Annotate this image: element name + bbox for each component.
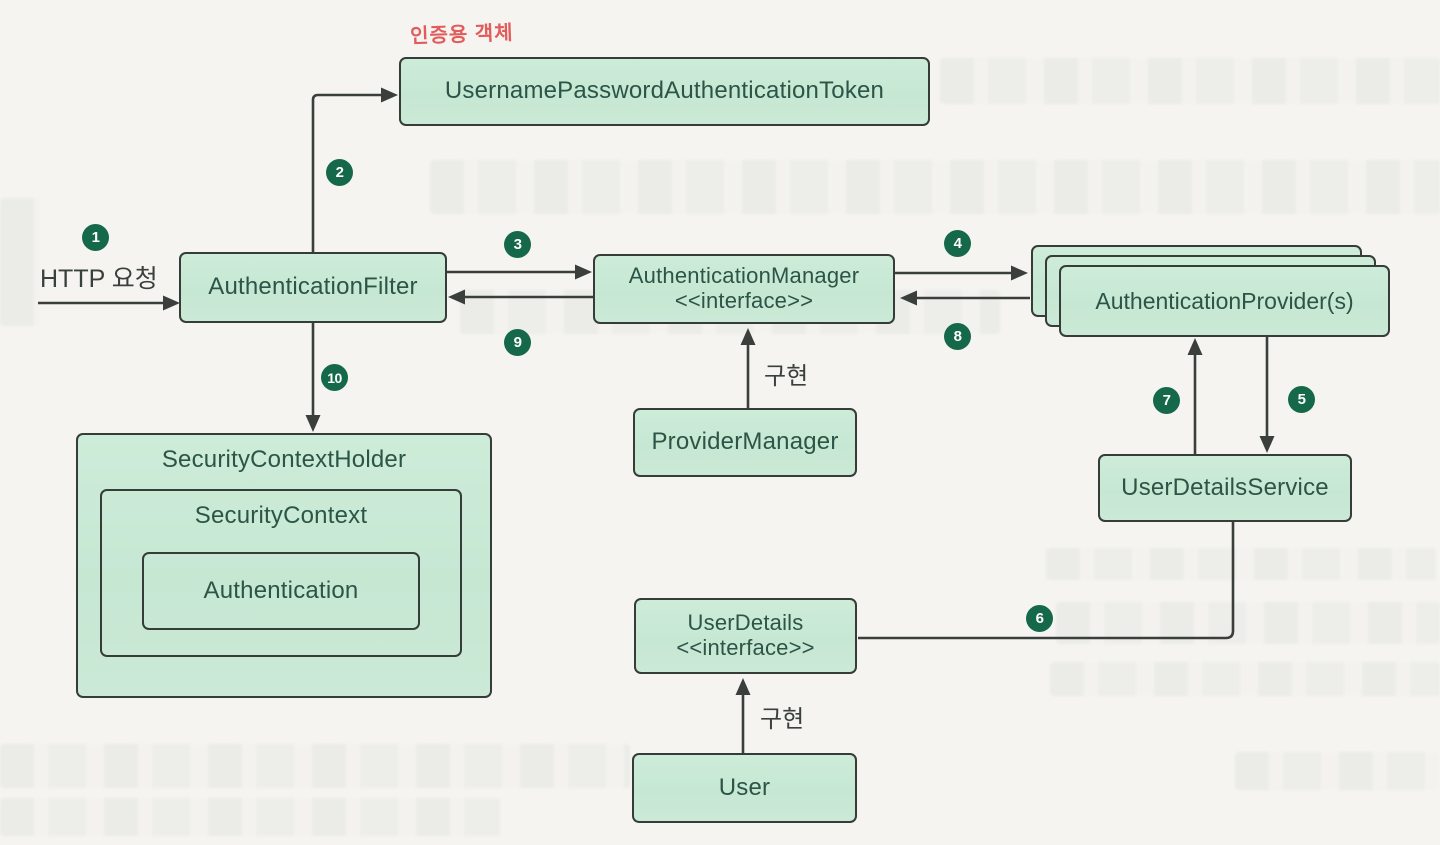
providers-stack-front: AuthenticationProvider(s) [1059, 265, 1390, 337]
node-user: User [632, 753, 857, 823]
arrow-3-filter-to-manager [447, 264, 592, 280]
step-circle-5: 5 [1288, 386, 1315, 413]
arrow-5-provider-to-userdetailsservice [1259, 337, 1275, 453]
arrow-10-store-in-context [305, 323, 321, 432]
arrow-implements-provider-manager [740, 328, 756, 408]
node-label: SecurityContext [194, 502, 368, 529]
node-label: UsernamePasswordAuthenticationToken [444, 77, 885, 105]
node-label: Authentication [203, 576, 359, 604]
implements-label-provider-manager: 구현 [764, 363, 809, 390]
node-username-password-authentication-token: UsernamePasswordAuthenticationToken [399, 57, 930, 126]
node-security-context-holder: SecurityContextHolder [76, 433, 492, 698]
arrow-8-providers-to-manager [900, 290, 1030, 306]
arrow-implements-user [735, 678, 751, 753]
node-label: AuthenticationFilter [208, 273, 418, 301]
arrow-4-manager-to-providers [895, 265, 1028, 281]
step-circle-10: 10 [321, 364, 348, 391]
step-circle-1: 1 [82, 224, 109, 251]
http-request-label: HTTP 요청 [40, 265, 158, 293]
step-circle-7: 7 [1153, 387, 1180, 414]
node-authentication-manager: AuthenticationManager <<interface>> [593, 254, 895, 324]
arrow-7-userdetailsservice-to-provider [1187, 338, 1203, 454]
step-circle-9: 9 [504, 329, 531, 356]
handwritten-annotation: 인증용 객체 [409, 22, 515, 48]
node-stereotype: <<interface>> [674, 288, 814, 313]
step-circle-6: 6 [1026, 605, 1053, 632]
node-user-details-service: UserDetailsService [1098, 454, 1352, 522]
connector-6-userdetails-return [858, 522, 1235, 640]
step-circle-2: 2 [326, 159, 353, 186]
step-circle-4: 4 [944, 230, 971, 257]
arrow-2-create-token [311, 87, 398, 252]
node-stereotype: <<interface>> [676, 635, 815, 660]
node-label: UserDetailsService [1121, 473, 1329, 501]
node-security-context: SecurityContext [100, 489, 462, 657]
node-label: ProviderManager [651, 428, 839, 456]
arrow-1-http-request [38, 295, 180, 311]
node-label: UserDetails [687, 610, 804, 636]
step-circle-8: 8 [944, 323, 971, 350]
node-authentication: Authentication [142, 552, 420, 630]
node-authentication-providers: AuthenticationProvider(s) [1031, 245, 1391, 338]
node-provider-manager: ProviderManager [633, 408, 857, 477]
node-label: AuthenticationManager [628, 263, 860, 289]
node-label: AuthenticationProvider(s) [1095, 287, 1354, 314]
node-label: SecurityContextHolder [161, 446, 407, 473]
node-authentication-filter: AuthenticationFilter [179, 252, 447, 323]
arrow-9-manager-to-filter [448, 289, 593, 305]
step-circle-3: 3 [504, 231, 531, 258]
node-user-details: UserDetails <<interface>> [634, 598, 857, 674]
implements-label-user: 구현 [760, 706, 805, 733]
node-label: User [718, 773, 771, 801]
